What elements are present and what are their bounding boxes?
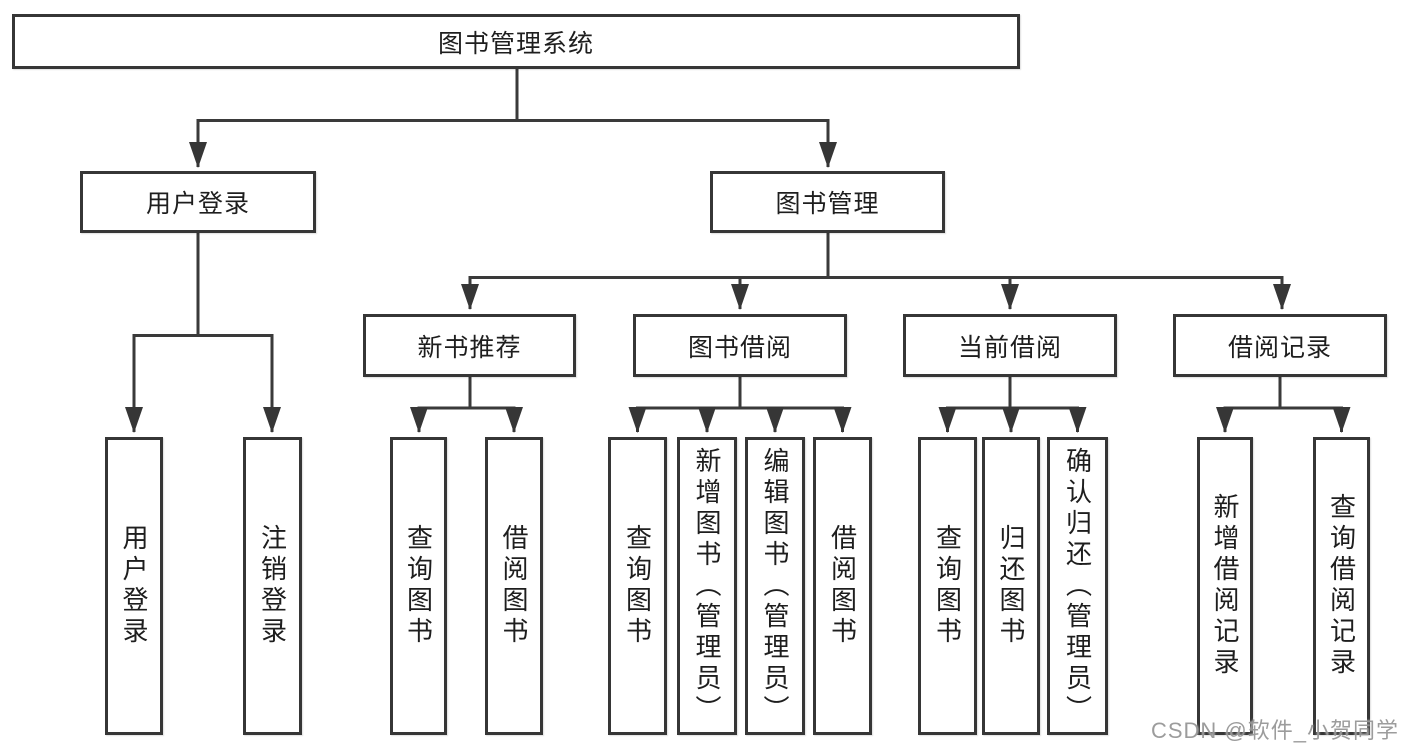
connector-root-to-level2 — [196, 68, 830, 122]
csdn-watermark: CSDN @软件_小贺同学 — [1150, 718, 1399, 743]
leaf-add-book-admin: 新增图书（管理员） — [677, 437, 737, 735]
node-book-borrowing: 图书借阅 — [633, 314, 847, 377]
node-label: 用户登录 — [145, 190, 250, 218]
node-label: 借阅图书 — [499, 524, 529, 648]
leaf-query-borrow-record: 查询借阅记录 — [1313, 437, 1370, 735]
connector-records-children — [1223, 377, 1343, 410]
node-label: 注销登录 — [257, 524, 288, 648]
node-label: 确认归还（管理员） — [1062, 446, 1093, 726]
leaf-edit-book-admin: 编辑图书（管理员） — [745, 437, 805, 735]
node-borrowing-records: 借阅记录 — [1173, 314, 1387, 377]
leaf-borrow-books-recommendation: 借阅图书 — [485, 437, 543, 735]
node-new-book-recommendation: 新书推荐 — [363, 314, 576, 377]
node-label: 图书借阅 — [687, 333, 792, 362]
node-label: 查询借阅记录 — [1326, 493, 1357, 679]
leaf-query-books-recommendation: 查询图书 — [390, 437, 447, 735]
connector-borrowing-children — [636, 377, 844, 410]
leaf-borrow-books-borrowing: 借阅图书 — [813, 437, 872, 735]
node-label: 图书管理 — [775, 190, 880, 218]
connector-user-login-children — [132, 232, 274, 337]
connector-book-management-children — [468, 233, 1284, 279]
leaf-query-books-current: 查询图书 — [918, 437, 977, 735]
connector-recommendation-children — [417, 377, 516, 410]
node-label: 编辑图书（管理员） — [760, 446, 790, 726]
node-label: 归还图书 — [996, 524, 1026, 648]
node-label: 新增借阅记录 — [1210, 493, 1240, 679]
leaf-add-borrow-record: 新增借阅记录 — [1197, 437, 1253, 735]
leaf-user-login: 用户登录 — [105, 437, 163, 735]
node-user-login: 用户登录 — [80, 171, 316, 233]
node-label: 用户登录 — [119, 524, 149, 648]
node-library-management-system: 图书管理系统 — [12, 14, 1020, 69]
node-label: 新书推荐 — [417, 333, 522, 362]
node-label: 查询图书 — [403, 524, 434, 648]
node-label: 当前借阅 — [957, 333, 1062, 362]
node-label: 查询图书 — [622, 524, 653, 648]
node-label: 借阅记录 — [1227, 333, 1332, 362]
leaf-confirm-return-admin: 确认归还（管理员） — [1047, 437, 1108, 735]
node-book-management: 图书管理 — [710, 171, 945, 233]
node-label: 图书管理系统 — [437, 29, 594, 58]
node-label: 借阅图书 — [827, 524, 858, 648]
connector-current-children — [946, 377, 1079, 410]
leaf-logout: 注销登录 — [243, 437, 302, 735]
node-label: 新增图书（管理员） — [692, 446, 722, 726]
leaf-return-books: 归还图书 — [982, 437, 1040, 735]
leaf-query-books-borrowing: 查询图书 — [608, 437, 667, 735]
node-current-borrowing: 当前借阅 — [903, 314, 1117, 377]
node-label: 查询图书 — [932, 524, 963, 648]
